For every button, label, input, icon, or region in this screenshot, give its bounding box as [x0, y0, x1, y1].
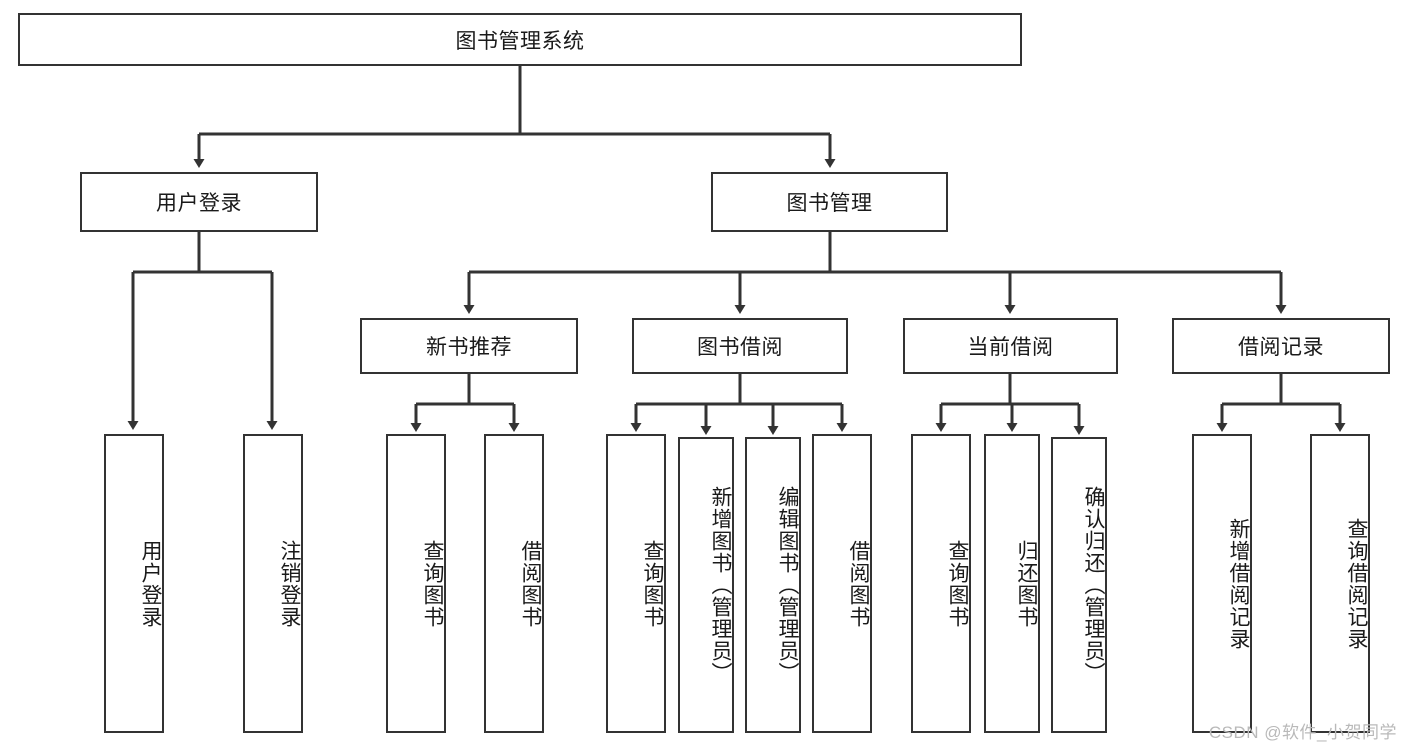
node-book-borrow[interactable]: 图书借阅: [632, 318, 848, 374]
leaf-borrow-book-1-label: 借阅图书: [519, 539, 542, 628]
leaf-return-book-label: 归还图书: [1015, 539, 1038, 628]
leaf-query-book-1[interactable]: 查询图书: [386, 434, 446, 733]
leaf-user-login[interactable]: 用户登录: [104, 434, 164, 733]
node-book-borrow-label: 图书借阅: [697, 336, 783, 359]
csdn-watermark: CSDN @软件_小贺同学: [1208, 723, 1397, 742]
leaf-query-book-1-label: 查询图书: [421, 539, 444, 628]
node-new-book-rec[interactable]: 新书推荐: [360, 318, 578, 374]
leaf-user-logout[interactable]: 注销登录: [243, 434, 303, 733]
leaf-borrow-book-2-label: 借阅图书: [847, 539, 870, 628]
leaf-query-book-3[interactable]: 查询图书: [911, 434, 971, 733]
leaf-query-record[interactable]: 查询借阅记录: [1310, 434, 1370, 733]
node-borrow-record-label: 借阅记录: [1238, 336, 1324, 359]
leaf-user-login-label: 用户登录: [139, 539, 162, 628]
leaf-query-book-3-label: 查询图书: [946, 539, 969, 628]
node-book-manage-label: 图书管理: [786, 192, 873, 215]
leaf-add-book[interactable]: 新增图书（管理员）: [678, 437, 734, 733]
node-user-login[interactable]: 用户登录: [80, 172, 318, 232]
leaf-add-record[interactable]: 新增借阅记录: [1192, 434, 1252, 733]
leaf-edit-book[interactable]: 编辑图书（管理员）: [745, 437, 801, 733]
node-user-login-label: 用户登录: [156, 192, 242, 215]
node-current-borrow[interactable]: 当前借阅: [903, 318, 1118, 374]
leaf-confirm-return[interactable]: 确认归还（管理员）: [1051, 437, 1107, 733]
node-current-borrow-label: 当前借阅: [967, 336, 1054, 359]
leaf-add-book-label: 新增图书（管理员）: [709, 486, 732, 684]
leaf-user-logout-label: 注销登录: [278, 539, 301, 628]
leaf-borrow-book-1[interactable]: 借阅图书: [484, 434, 544, 733]
leaf-borrow-book-2[interactable]: 借阅图书: [812, 434, 872, 733]
node-root-label: 图书管理系统: [455, 29, 585, 53]
leaf-return-book[interactable]: 归还图书: [984, 434, 1040, 733]
leaf-query-book-2[interactable]: 查询图书: [606, 434, 666, 733]
node-borrow-record[interactable]: 借阅记录: [1172, 318, 1390, 374]
node-root[interactable]: 图书管理系统: [18, 13, 1022, 66]
node-book-manage[interactable]: 图书管理: [711, 172, 948, 232]
leaf-confirm-return-label: 确认归还（管理员）: [1082, 486, 1105, 684]
leaf-query-record-label: 查询借阅记录: [1345, 517, 1368, 650]
leaf-edit-book-label: 编辑图书（管理员）: [776, 486, 799, 684]
node-new-book-rec-label: 新书推荐: [426, 336, 512, 359]
leaf-query-book-2-label: 查询图书: [641, 539, 664, 628]
leaf-add-record-label: 新增借阅记录: [1227, 517, 1250, 650]
